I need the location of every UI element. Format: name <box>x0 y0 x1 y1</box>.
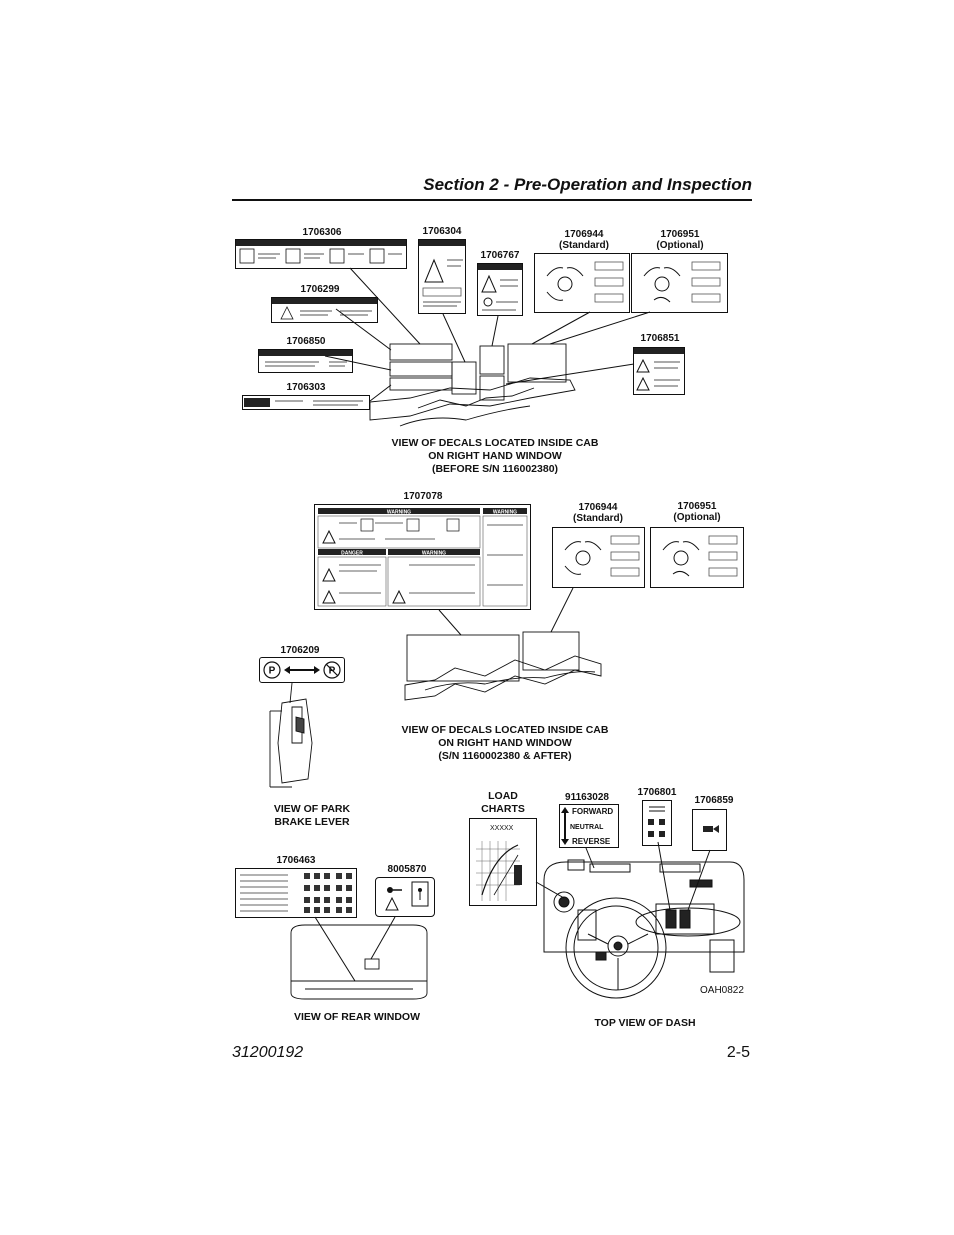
figure-id: OAH0822 <box>700 985 744 996</box>
caption-park-1: VIEW OF PARK <box>273 803 351 815</box>
header-rule <box>232 199 752 201</box>
label-8005870: 8005870 <box>387 864 427 875</box>
decal-1706951-top <box>631 253 728 313</box>
doc-number: 31200192 <box>232 1044 304 1061</box>
label-1706306: 1706306 <box>302 227 342 238</box>
decal-91163028: FORWARD NEUTRAL REVERSE <box>559 804 619 848</box>
caption-rear: VIEW OF REAR WINDOW <box>294 1011 420 1023</box>
decal-1706951-mid <box>650 527 744 588</box>
label-1706951-mid: 1706951 <box>677 501 717 512</box>
label-1706209: 1706209 <box>280 645 320 656</box>
decal-8005870 <box>375 877 435 917</box>
caption-mid-2: ON RIGHT HAND WINDOW <box>438 737 572 749</box>
dash-drawing <box>535 841 745 999</box>
svg-text:P: P <box>269 666 276 677</box>
hazard-pictograms <box>239 248 402 264</box>
reverse-text: REVERSE <box>572 837 611 846</box>
label-1706801: 1706801 <box>637 787 677 798</box>
page-number: 2-5 <box>726 1044 750 1061</box>
label-standard-top: (Standard) <box>559 240 609 251</box>
label-1706303: 1706303 <box>286 382 326 393</box>
decal-1706850 <box>258 349 353 373</box>
label-1706851: 1706851 <box>640 333 680 344</box>
caption-top-3: (BEFORE S/N 116002380) <box>431 463 559 475</box>
label-91163028: 91163028 <box>565 792 609 803</box>
caption-top-2: ON RIGHT HAND WINDOW <box>428 450 562 462</box>
caption-top-1: VIEW OF DECALS LOCATED INSIDE CAB <box>391 437 599 449</box>
chart-code: XXXXX <box>490 825 514 832</box>
caption-mid-1: VIEW OF DECALS LOCATED INSIDE CAB <box>401 724 609 736</box>
label-optional-mid: (Optional) <box>673 512 721 523</box>
decal-1707078: WARNING WARNING DANGER WARNING <box>314 504 531 610</box>
label-charts: CHARTS <box>481 803 525 815</box>
label-standard-mid: (Standard) <box>573 513 623 524</box>
label-1706850: 1706850 <box>286 336 326 347</box>
section-title: Section 2 - Pre-Operation and Inspection <box>423 175 752 194</box>
label-load: LOAD <box>488 790 518 802</box>
svg-text:WARNING: WARNING <box>493 510 517 516</box>
label-1706859: 1706859 <box>694 795 734 806</box>
label-1706304: 1706304 <box>422 226 462 237</box>
caption-park-2: BRAKE LEVER <box>274 816 350 828</box>
decal-1706299 <box>271 297 378 323</box>
label-optional-top: (Optional) <box>656 240 704 251</box>
warning-text: WARNING <box>387 510 411 516</box>
decal-1706306 <box>235 239 407 269</box>
label-1706951-top: 1706951 <box>660 229 700 240</box>
forward-text: FORWARD <box>572 807 613 816</box>
decal-1706304 <box>418 239 466 314</box>
warning-band <box>236 240 406 246</box>
label-1706944-mid: 1706944 <box>578 502 618 513</box>
label-1706463: 1706463 <box>276 855 316 866</box>
danger-band <box>272 298 377 304</box>
svg-text:DANGER: DANGER <box>341 551 363 557</box>
label-1706299: 1706299 <box>300 284 340 295</box>
caption-dash: TOP VIEW OF DASH <box>594 1017 696 1029</box>
caption-mid-3: (S/N 1160002380 & AFTER) <box>438 750 572 762</box>
decal-1706851 <box>633 347 685 395</box>
label-1706767: 1706767 <box>480 250 520 261</box>
cab-window-mid-drawing <box>404 587 602 701</box>
svg-text:WARNING: WARNING <box>422 551 446 557</box>
decal-1706209: P P <box>259 657 345 683</box>
label-1706944-top: 1706944 <box>564 229 604 240</box>
cab-window-top-drawing <box>324 267 651 427</box>
decal-1706944-mid <box>552 527 645 588</box>
decal-1706859 <box>692 809 727 851</box>
decal-1706767 <box>477 263 523 316</box>
decal-1706944-top <box>534 253 630 313</box>
decal-1706463 <box>235 868 357 918</box>
decal-load-chart: XXXXX <box>469 818 537 906</box>
rear-window-drawing <box>290 916 428 1000</box>
label-1707078: 1707078 <box>403 491 443 502</box>
decal-1706303 <box>242 395 370 410</box>
neutral-text: NEUTRAL <box>570 824 604 831</box>
decal-1706801 <box>642 800 672 846</box>
park-brake-lever-drawing <box>269 683 313 788</box>
